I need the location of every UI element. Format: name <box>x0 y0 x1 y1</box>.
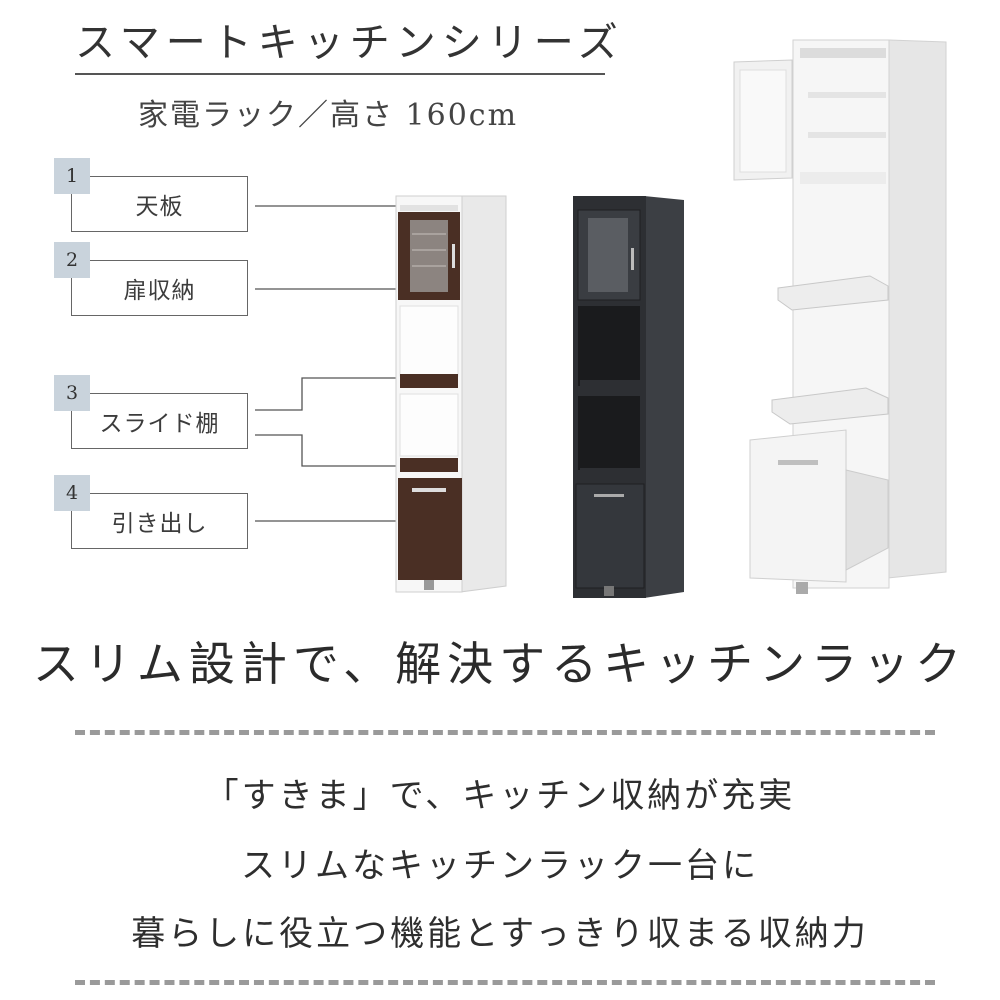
rack-walnut <box>395 195 507 593</box>
part-label-drawer: 引き出し <box>71 493 248 549</box>
part-badge-4: 4 <box>54 475 90 511</box>
part-badge-1: 1 <box>54 158 90 194</box>
part-label-text: 引き出し <box>111 511 208 537</box>
part-badge-2: 2 <box>54 242 90 278</box>
dashed-divider-bottom <box>75 980 935 985</box>
description-line-3: 暮らしに役立つ機能とすっきり収まる収納力 <box>131 914 869 954</box>
leader-line-3a <box>255 377 402 411</box>
rack-white-open <box>733 39 947 594</box>
part-label-top-board: 天板 <box>71 176 248 232</box>
rack-charcoal <box>573 196 684 598</box>
title-underline <box>75 73 605 75</box>
part-label-text: 天板 <box>135 194 184 220</box>
description-line-1: 「すきま」で、キッチン収納が充実 <box>204 776 796 816</box>
leader-line-3b <box>255 434 402 467</box>
part-label-door-storage: 扉収納 <box>71 260 248 316</box>
part-label-text: 扉収納 <box>123 278 196 304</box>
page-subtitle: 家電ラック／高さ 160cm <box>138 98 519 133</box>
page-title: スマートキッチンシリーズ <box>75 20 624 66</box>
dashed-divider-top <box>75 730 935 735</box>
product-illustration <box>255 39 947 598</box>
description-line-2: スリムなキッチンラック一台に <box>241 846 759 886</box>
part-badge-3: 3 <box>54 375 90 411</box>
tagline: スリム設計で、解決するキッチンラック <box>32 637 968 691</box>
part-label-slide-shelf: スライド棚 <box>71 393 248 449</box>
part-label-text: スライド棚 <box>99 411 220 437</box>
